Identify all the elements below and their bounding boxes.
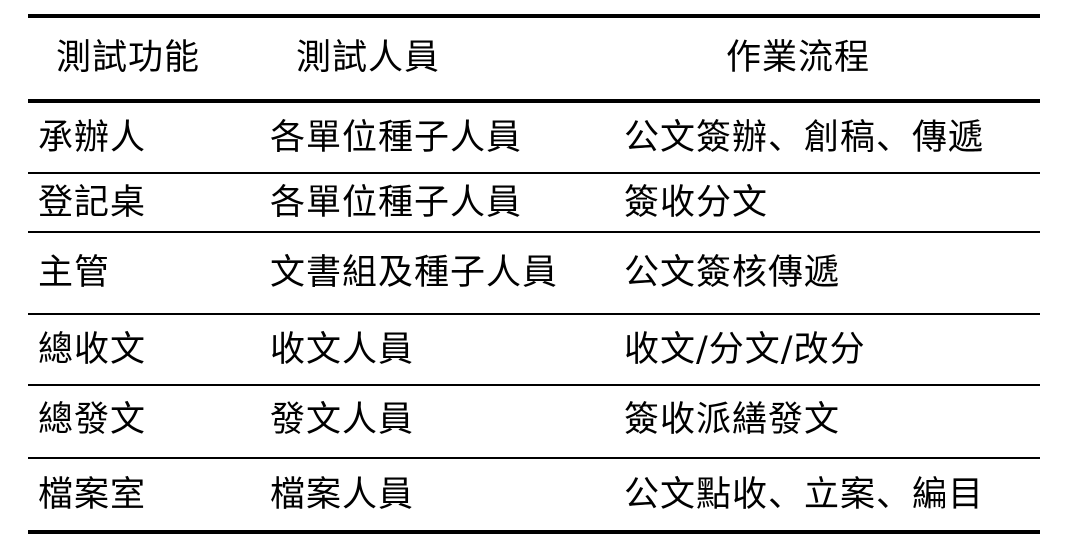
header-test-function: 測試功能 <box>55 38 200 78</box>
cell-tester: 收文人員 <box>270 330 415 370</box>
cell-function: 登記桌 <box>38 183 147 223</box>
row-divider <box>28 231 1040 233</box>
header-bottom-rule <box>28 99 1040 103</box>
header-workflow: 作業流程 <box>725 38 870 78</box>
cell-tester: 各單位種子人員 <box>270 118 523 158</box>
cell-workflow: 公文簽辦、創稿、傳遞 <box>624 118 985 158</box>
cell-workflow: 公文簽核傳遞 <box>624 253 841 293</box>
cell-workflow: 收文/分文/改分 <box>624 330 866 370</box>
cell-function: 總收文 <box>38 330 147 370</box>
cell-tester: 各單位種子人員 <box>270 183 523 223</box>
row-divider <box>28 313 1040 315</box>
table-bottom-rule <box>28 530 1040 534</box>
cell-function: 承辦人 <box>38 118 147 158</box>
cell-workflow: 簽收分文 <box>624 183 769 223</box>
cell-workflow: 簽收派繕發文 <box>624 400 841 440</box>
row-divider <box>28 457 1040 459</box>
row-divider <box>28 384 1040 386</box>
cell-workflow: 公文點收、立案、編目 <box>624 475 985 515</box>
row-divider <box>28 172 1040 174</box>
cell-tester: 發文人員 <box>270 400 415 440</box>
header-tester: 測試人員 <box>295 38 440 78</box>
table-top-rule <box>28 14 1040 18</box>
cell-function: 總發文 <box>38 400 147 440</box>
cell-function: 檔案室 <box>38 475 147 515</box>
cell-function: 主管 <box>38 253 111 293</box>
cell-tester: 文書組及種子人員 <box>270 253 559 293</box>
cell-tester: 檔案人員 <box>270 475 415 515</box>
process-table: 測試功能 測試人員 作業流程 承辦人 各單位種子人員 公文簽辦、創稿、傳遞 登記… <box>28 0 1040 554</box>
